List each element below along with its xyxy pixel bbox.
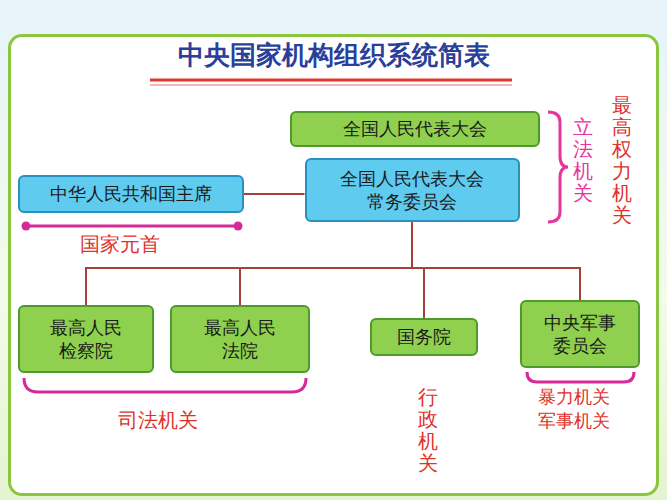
- bracket-dot: [234, 222, 243, 231]
- category-label: 军事机关: [538, 410, 610, 432]
- diagram-title: 中央国家机构组织系统简表: [0, 38, 667, 73]
- connector-line: [412, 222, 424, 318]
- bracket: [24, 378, 306, 392]
- node-label: 国务院: [397, 325, 451, 348]
- node-label: 最高人民 检察院: [41, 316, 131, 363]
- node-label: 中华人民共和国主席: [50, 182, 212, 205]
- bracket: [527, 372, 634, 382]
- organ-box: 国务院: [370, 318, 478, 356]
- connector-line: [244, 193, 305, 195]
- category-label: 立法机关: [573, 116, 593, 204]
- category-label: 行政机关: [418, 386, 438, 474]
- node-label: 全国人民代表大会: [343, 117, 487, 140]
- bracket-line: [26, 225, 238, 228]
- brace: [548, 112, 568, 222]
- title-underline: [150, 84, 512, 86]
- connector-line: [240, 222, 412, 305]
- node-label: 最高人民 法院: [195, 316, 285, 363]
- organ-box-blue: 中华人民共和国主席: [18, 175, 244, 213]
- organ-box: 中央军事 委员会: [520, 300, 640, 368]
- organ-box: 全国人民代表大会: [290, 111, 540, 146]
- connector-line: [412, 222, 580, 300]
- node-label: 全国人民代表大会 常务委员会: [332, 167, 492, 214]
- category-label: 国家元首: [80, 232, 160, 256]
- title-underline: [150, 79, 512, 82]
- organ-box: 最高人民 法院: [170, 305, 310, 373]
- organ-box: 最高人民 检察院: [18, 305, 154, 373]
- organ-box-blue: 全国人民代表大会 常务委员会: [305, 158, 520, 222]
- bracket-dot: [22, 222, 31, 231]
- node-label: 中央军事 委员会: [535, 311, 625, 358]
- category-label: 司法机关: [118, 408, 198, 432]
- category-label: 暴力机关: [538, 386, 610, 408]
- category-label: 最高权力机关: [612, 94, 632, 226]
